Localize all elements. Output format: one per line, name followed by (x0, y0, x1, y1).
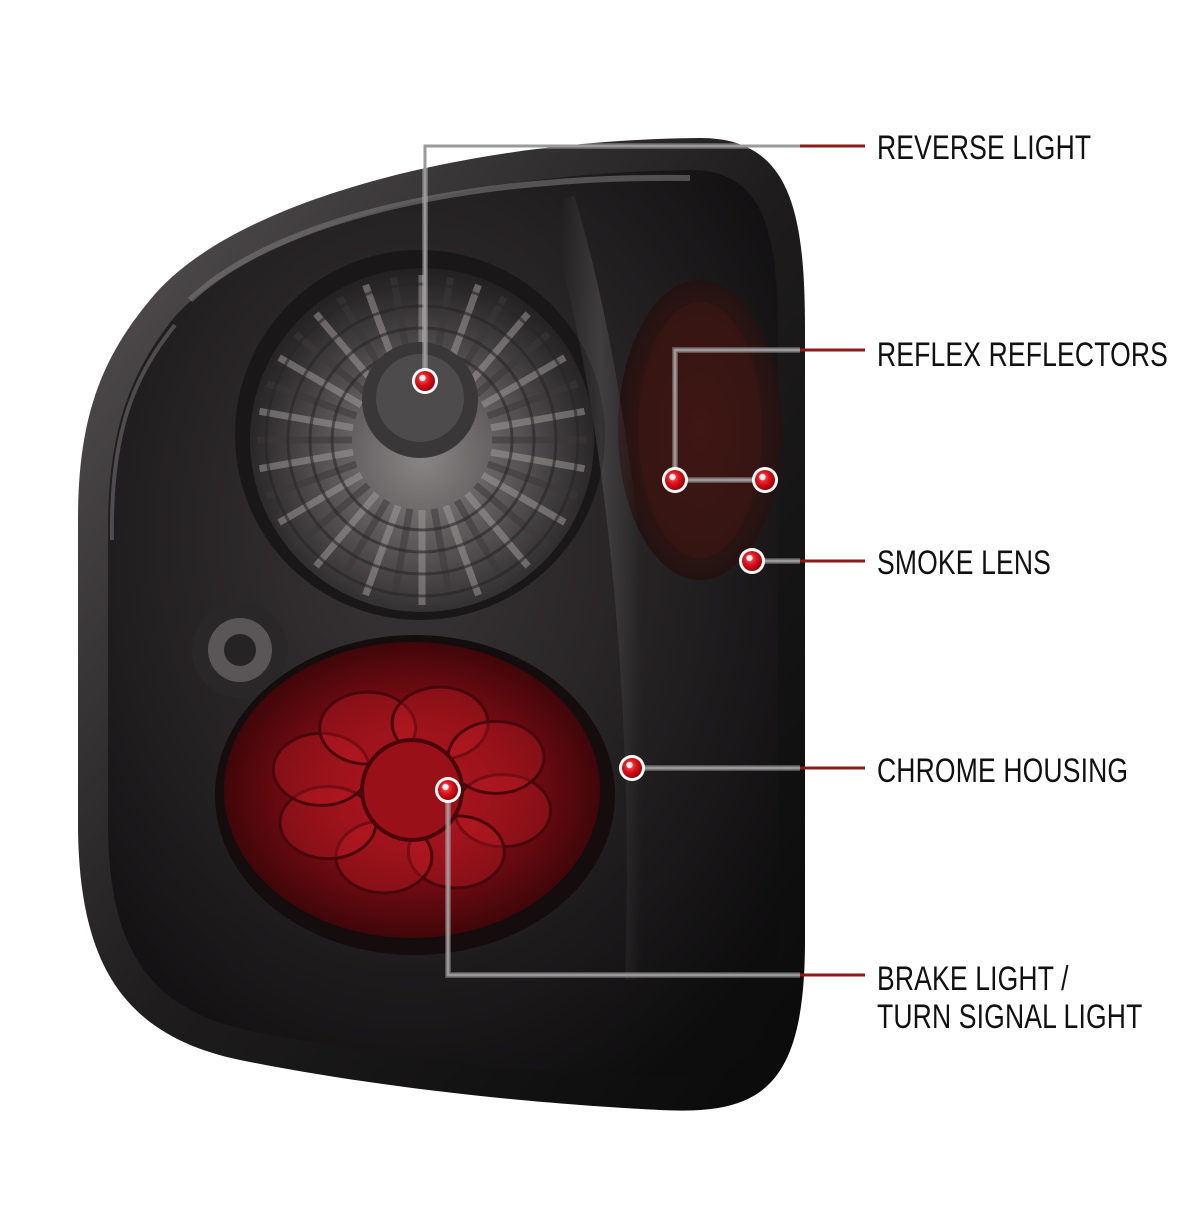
reverse-facet (486, 460, 579, 500)
left-edge-highlight (109, 323, 177, 541)
reverse-facet (473, 482, 551, 549)
reverse-facet (464, 311, 531, 389)
marker-reflex-left (665, 470, 685, 490)
brake-light-facets (271, 685, 553, 895)
callout-leaders (422, 143, 865, 978)
marker-reverse-glint (419, 374, 426, 382)
label-reverse-light-line: REVERSE LIGHT (877, 129, 1092, 167)
label-reflex-reflectors: REFLEX REFLECTORS (877, 336, 1168, 374)
marker-brake (438, 780, 458, 800)
reverse-light-facets (257, 275, 587, 605)
leader-reflex-gray (673, 348, 800, 482)
label-reverse-light: REVERSE LIGHT (877, 129, 1091, 167)
label-chrome-housing: CHROME HOUSING (877, 752, 1128, 790)
reverse-facet (490, 407, 586, 432)
brake-facet-center (360, 738, 464, 842)
leader-reverse-gray (423, 144, 800, 381)
reverse-facet-ring (286, 304, 558, 576)
reverse-facet (313, 311, 380, 389)
reverse-facet (313, 491, 380, 569)
reverse-facet (258, 407, 354, 432)
reverse-facet (362, 504, 402, 597)
reverse-facet (490, 448, 586, 473)
reverse-facet (453, 498, 508, 585)
marker-reverse (415, 371, 435, 391)
side-chrome-reflector-core (224, 634, 256, 666)
lens-shine (545, 195, 657, 981)
rim-highlight (187, 174, 691, 303)
reverse-facet (265, 460, 358, 500)
marker-reflex-left-glint (669, 473, 676, 481)
marker-reflex-right-glint (759, 473, 766, 481)
reverse-facet (258, 448, 354, 473)
label-brake-light-line-2: TURN SIGNAL LIGHT (877, 998, 1143, 1036)
reverse-facet (293, 331, 371, 398)
label-brake-light-line-1: BRAKE LIGHT / (877, 960, 1069, 998)
reverse-facet (277, 354, 364, 409)
marker-smoke-glint (746, 554, 753, 562)
reverse-facet (480, 471, 567, 526)
marker-chrome-glint (626, 761, 633, 769)
reverse-facet (293, 482, 371, 549)
reverse-facet-ring (308, 326, 536, 554)
callout-markers (412, 368, 778, 803)
marker-brake-glint (442, 783, 449, 791)
reverse-facet (442, 504, 482, 597)
reverse-light-socket-inner (376, 354, 464, 442)
label-smoke-lens-line: SMOKE LENS (877, 544, 1052, 582)
marker-reflex-right (755, 470, 775, 490)
leader-brake-gray (446, 790, 800, 977)
label-brake-light: BRAKE LIGHT / TURN SIGNAL LIGHT (877, 960, 1142, 1036)
reverse-facet (277, 471, 364, 526)
label-chrome-housing-line: CHROME HOUSING (877, 752, 1129, 790)
reverse-facet (486, 380, 579, 420)
reverse-facet (464, 491, 531, 569)
label-reflex-reflectors-line: REFLEX REFLECTORS (877, 336, 1169, 374)
reverse-facet (265, 380, 358, 420)
reverse-facet (389, 508, 414, 604)
label-smoke-lens: SMOKE LENS (877, 544, 1051, 582)
reflex-reflector-glass (638, 302, 762, 558)
marker-chrome (622, 758, 642, 778)
reverse-facet (430, 508, 455, 604)
marker-smoke (742, 551, 762, 571)
reverse-facet (480, 354, 567, 409)
reverse-facet-ring (264, 282, 580, 598)
reverse-facet (336, 498, 391, 585)
reverse-facet (473, 331, 551, 398)
